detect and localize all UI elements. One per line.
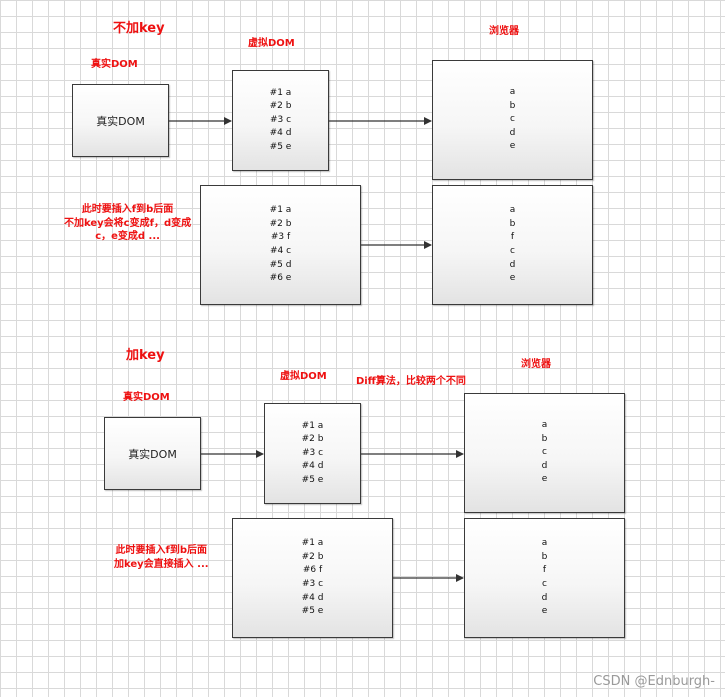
bottom-browser-box-2: a b f c d e [464, 518, 625, 638]
vdom-node: #3 c [301, 447, 324, 458]
bottom-note-line-1: 此时要插入f到b后面 [115, 545, 208, 556]
watermark: CSDN @Ednburgh- [593, 674, 715, 689]
vdom-node: #1 a [301, 420, 324, 431]
bottom-browser-label: 浏览器 [521, 359, 551, 370]
browser-node: b [541, 433, 548, 444]
browser-node: d [509, 259, 516, 270]
vdom-node: #5 d [269, 259, 292, 270]
bottom-browser-list-1: a b c d e [542, 419, 548, 487]
top-browser-box-1: a b c d e [432, 60, 593, 180]
browser-node: c [510, 114, 515, 125]
bottom-note: 此时要插入f到b后面 加key会直接插入 ... [114, 544, 209, 571]
top-browser-box-2: a b f c d e [432, 185, 593, 305]
browser-node: e [541, 606, 548, 617]
bottom-vdom-list-2: #1 a #2 b #6 f #3 c #4 d #5 e [302, 537, 324, 619]
vdom-node: #3 c [301, 579, 324, 589]
top-vdom-list-2: #1 a #2 b #3 f #4 c #5 d #6 e [270, 204, 292, 286]
top-real-dom-box-text: 真实DOM [96, 114, 145, 128]
browser-node: e [509, 273, 516, 284]
vdom-node: #4 d [269, 128, 292, 139]
top-note-line-2: 不加key会将c变成f，d变成 [64, 217, 192, 229]
vdom-node: #4 c [269, 246, 292, 256]
bottom-real-dom-box: 真实DOM [104, 417, 201, 490]
bottom-vdom-box-1: #1 a #2 b #3 c #4 d #5 e [264, 403, 361, 504]
top-title: 不加key [113, 21, 165, 36]
browser-node: a [541, 538, 548, 549]
top-note-line-3: c，e变成d ... [95, 231, 160, 242]
bottom-real-dom-box-text: 真实DOM [128, 447, 177, 461]
top-browser-label: 浏览器 [489, 26, 519, 37]
top-browser-list-2: a b f c d e [510, 204, 516, 286]
bottom-title: 加key [126, 348, 165, 363]
top-note: 此时要插入f到b后面 不加key会将c变成f，d变成 c，e变成d ... [64, 203, 191, 244]
browser-node: e [509, 141, 516, 152]
vdom-node: #6 f [302, 565, 323, 576]
browser-node: a [541, 420, 548, 431]
vdom-node: #3 c [269, 114, 292, 125]
vdom-node: #2 b [269, 101, 292, 112]
browser-node: e [541, 474, 548, 485]
top-vdom-label: 虚拟DOM [248, 38, 295, 49]
vdom-node: #2 b [269, 218, 292, 229]
vdom-node: #5 e [301, 474, 324, 485]
top-vdom-list-1: #1 a #2 b #3 c #4 d #5 e [270, 87, 292, 155]
browser-node: b [509, 218, 516, 229]
bottom-diff-label: Diff算法，比较两个不同 [356, 376, 466, 387]
vdom-node: #2 b [301, 434, 324, 445]
top-real-dom-box: 真实DOM [72, 84, 169, 157]
browser-node: f [542, 565, 547, 576]
browser-node: d [541, 592, 548, 603]
top-vdom-box-1: #1 a #2 b #3 c #4 d #5 e [232, 70, 329, 171]
browser-node: d [509, 127, 516, 138]
vdom-node: #5 e [269, 141, 292, 152]
browser-node: c [542, 447, 547, 458]
vdom-node: #5 e [301, 606, 324, 617]
top-note-line-1: 此时要插入f到b后面 [81, 204, 174, 215]
browser-node: d [541, 460, 548, 471]
browser-node: f [510, 232, 515, 243]
vdom-node: #1 a [301, 538, 324, 549]
bottom-note-line-2: 加key会直接插入 ... [114, 558, 209, 570]
browser-node: b [541, 551, 548, 562]
bottom-vdom-label: 虚拟DOM [280, 371, 327, 382]
bottom-vdom-box-2: #1 a #2 b #6 f #3 c #4 d #5 e [232, 518, 393, 638]
browser-node: b [509, 100, 516, 111]
bottom-vdom-list-1: #1 a #2 b #3 c #4 d #5 e [302, 420, 324, 488]
top-real-dom-label: 真实DOM [91, 59, 138, 70]
browser-node: a [509, 87, 516, 98]
vdom-node: #6 e [269, 273, 292, 284]
browser-node: c [542, 579, 547, 589]
vdom-node: #2 b [301, 551, 324, 562]
bottom-browser-box-1: a b c d e [464, 393, 625, 513]
bottom-browser-list-2: a b f c d e [542, 537, 548, 619]
bottom-real-dom-label: 真实DOM [123, 392, 170, 403]
vdom-node: #4 d [301, 592, 324, 603]
vdom-node: #1 a [269, 87, 292, 98]
vdom-node: #3 f [270, 232, 291, 243]
top-browser-list-1: a b c d e [510, 86, 516, 154]
browser-node: c [510, 246, 515, 256]
top-vdom-box-2: #1 a #2 b #3 f #4 c #5 d #6 e [200, 185, 361, 305]
vdom-node: #4 d [301, 461, 324, 472]
vdom-node: #1 a [269, 205, 292, 216]
browser-node: a [509, 205, 516, 216]
